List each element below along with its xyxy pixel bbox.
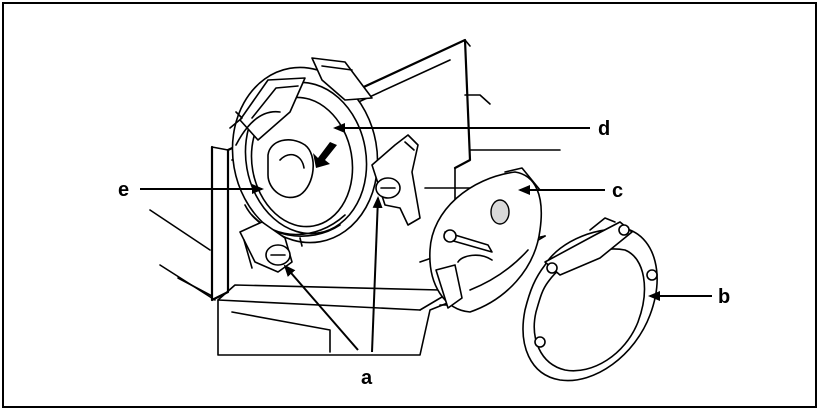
label-b: b [718,286,730,308]
right-screw-lever [371,134,421,226]
arrow-a-left [283,264,359,351]
callout-arrows [140,123,712,353]
label-d: d [598,118,610,140]
label-e: e [118,179,129,201]
hook-retainer-ring [522,217,658,382]
label-a: a [361,367,373,389]
label-c: c [612,180,623,202]
left-screw-lever [239,221,293,273]
arrow-a-right [371,196,383,353]
bobbin-case [429,167,542,313]
rotary-hook [229,57,379,247]
